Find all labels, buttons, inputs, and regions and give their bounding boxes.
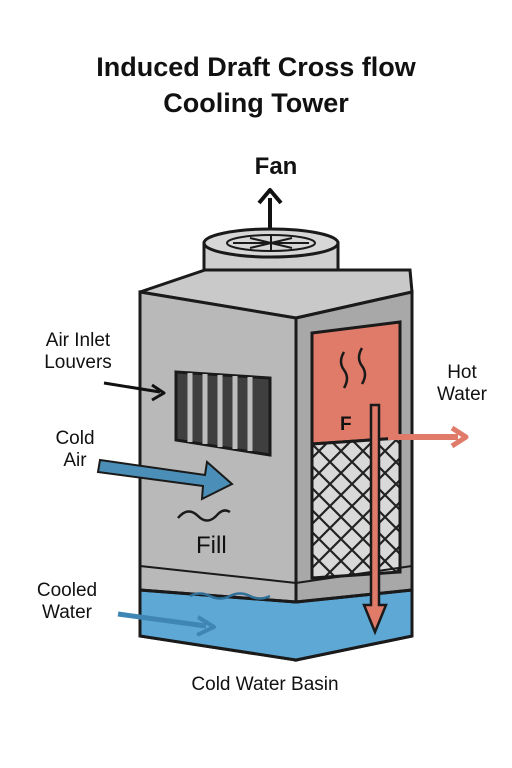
cooled-water-line1: Cooled (36, 580, 98, 601)
cooled-water-line2: Water (42, 602, 92, 623)
cold-water-basin-label: Cold Water Basin (191, 674, 339, 695)
cold-air-line2: Air (63, 450, 87, 471)
hot-water-downflow-arrow (362, 403, 388, 636)
air-inlet-louvers-label: Air Inlet Louvers (28, 330, 128, 374)
air-inlet-louvers (174, 370, 272, 457)
hot-water-line2: Water (437, 384, 487, 405)
air-inlet-louvers-line1: Air Inlet (45, 330, 111, 351)
hot-water-outflow-arrow (388, 425, 469, 449)
cold-air-inflow-arrow (96, 458, 234, 501)
hot-water-line1: Hot (447, 362, 477, 383)
air-inlet-louvers-line2: Louvers (44, 352, 112, 373)
fill-squiggle-icon (177, 509, 231, 522)
hot-water-label: Hot Water (416, 362, 508, 406)
hot-water-distribution (310, 320, 402, 446)
fill-label-side: F (340, 414, 352, 435)
cooled-water-arrow (117, 611, 216, 637)
fill-media-mesh (310, 436, 402, 580)
fan-exhaust-arrow (257, 188, 283, 228)
diagram-title-line1: Induced Draft Cross flow (96, 52, 416, 82)
diagram-title-line2: Cooling Tower (163, 88, 349, 118)
cold-air-label: Cold Air (40, 428, 110, 472)
louver-pointer-arrow (103, 381, 166, 402)
fill-label-front: Fill (196, 532, 227, 559)
fan-label: Fan (254, 153, 298, 180)
cooled-water-label: Cooled Water (22, 580, 112, 624)
cold-air-line1: Cold (55, 428, 95, 449)
